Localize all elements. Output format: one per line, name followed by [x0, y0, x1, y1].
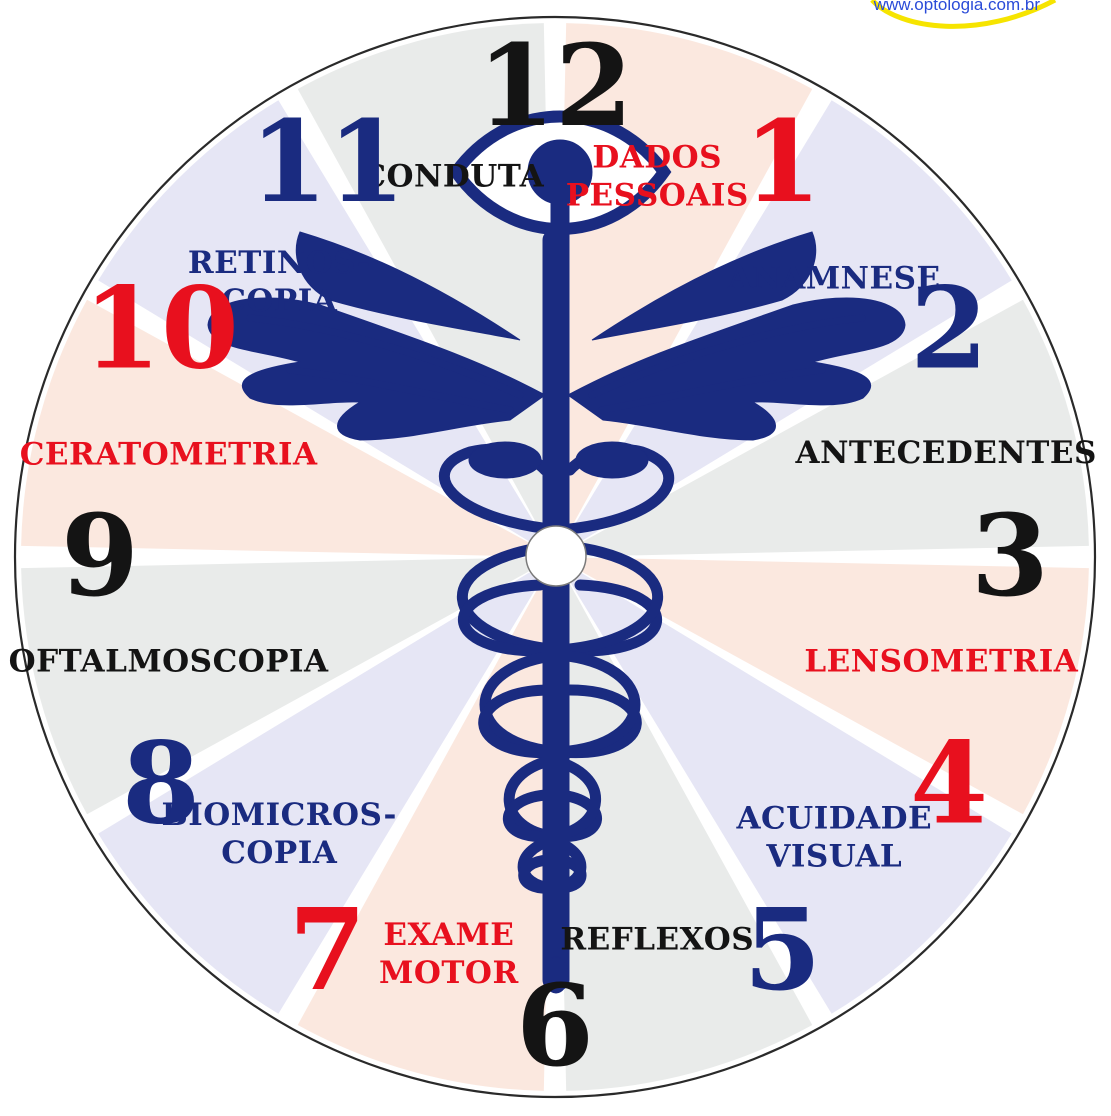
- clock-sector-2: [581, 299, 1089, 557]
- clock-rim: [13, 15, 1097, 1099]
- hour-number-12: 12: [477, 21, 633, 152]
- staff-icon: [542, 229, 570, 991]
- sector-label-line: RETINOS-: [188, 245, 371, 281]
- sector-label-8: OFTALMOSCOPIA: [9, 644, 329, 680]
- sector-label-line: VISUAL: [765, 838, 902, 874]
- sector-label-line: EXAME: [383, 917, 514, 953]
- site-url: www.optologia.com.br: [873, 0, 1041, 14]
- clock-sector-9: [21, 299, 529, 557]
- sector-label-line: OFTALMOSCOPIA: [9, 644, 329, 680]
- sector-label-line: DADOS: [592, 139, 722, 175]
- eye-icon: [448, 110, 672, 241]
- snake-head-right-icon: [575, 441, 649, 479]
- sector-label-9: CERATOMETRIA: [20, 436, 318, 472]
- sector-label-line: CONDUTA: [361, 158, 544, 194]
- hour-number-8: 8: [122, 719, 200, 850]
- hour-number-1: 1: [744, 97, 822, 228]
- sector-label-5: REFLEXOS: [560, 922, 754, 958]
- clock-sector-8: [21, 557, 529, 815]
- clock-sector-4: [570, 572, 1012, 1014]
- caduceus-eye-icon: [207, 110, 906, 994]
- logo-ring-icon: www.optologia.com.br: [870, 0, 1057, 29]
- sector-label-line: ACUIDADE: [735, 800, 932, 836]
- snake-head-left-icon: [468, 441, 542, 479]
- hour-number-11: 11: [250, 97, 406, 228]
- clock-sector-7: [98, 572, 540, 1014]
- sector-label-line: COPIA: [221, 283, 337, 319]
- clock-pivot: [525, 525, 587, 587]
- sector-label-line: ANAMNESE: [727, 261, 941, 297]
- sector-label-line: BIOMICROS-: [162, 797, 397, 833]
- hour-number-10: 10: [83, 264, 239, 395]
- hour-number-5: 5: [744, 885, 822, 1016]
- sector-label-line: LENSOMETRIA: [804, 644, 1078, 680]
- sector-label-2: ANTECEDENTES: [795, 435, 1097, 471]
- sector-label-line: CERATOMETRIA: [20, 436, 318, 472]
- hour-number-7: 7: [289, 885, 367, 1016]
- hour-number-9: 9: [61, 491, 139, 622]
- sector-label-7: BIOMICROS-COPIA: [162, 797, 397, 871]
- staff-tip-icon: [543, 956, 569, 994]
- sector-label-line: ANTECEDENTES: [795, 435, 1097, 471]
- clock-sector-5: [555, 583, 813, 1091]
- hour-number-4: 4: [910, 719, 988, 850]
- sector-label-11: CONDUTA: [361, 158, 544, 194]
- sector-label-line: REFLEXOS: [560, 922, 754, 958]
- wings-icon: [207, 231, 906, 441]
- hour-number-2: 2: [910, 264, 988, 395]
- clock-sector-3: [581, 557, 1089, 815]
- hour-number-6: 6: [516, 961, 594, 1092]
- sector-label-line: COPIA: [221, 835, 337, 871]
- hour-number-3: 3: [971, 491, 1049, 622]
- sector-label-10: RETINOS-COPIA: [188, 245, 371, 319]
- sector-label-1: ANAMNESE: [727, 261, 941, 297]
- sector-label-line: MOTOR: [379, 955, 519, 991]
- sector-label-3: LENSOMETRIA: [804, 644, 1078, 680]
- sector-label-line: PESSOAIS: [566, 177, 749, 213]
